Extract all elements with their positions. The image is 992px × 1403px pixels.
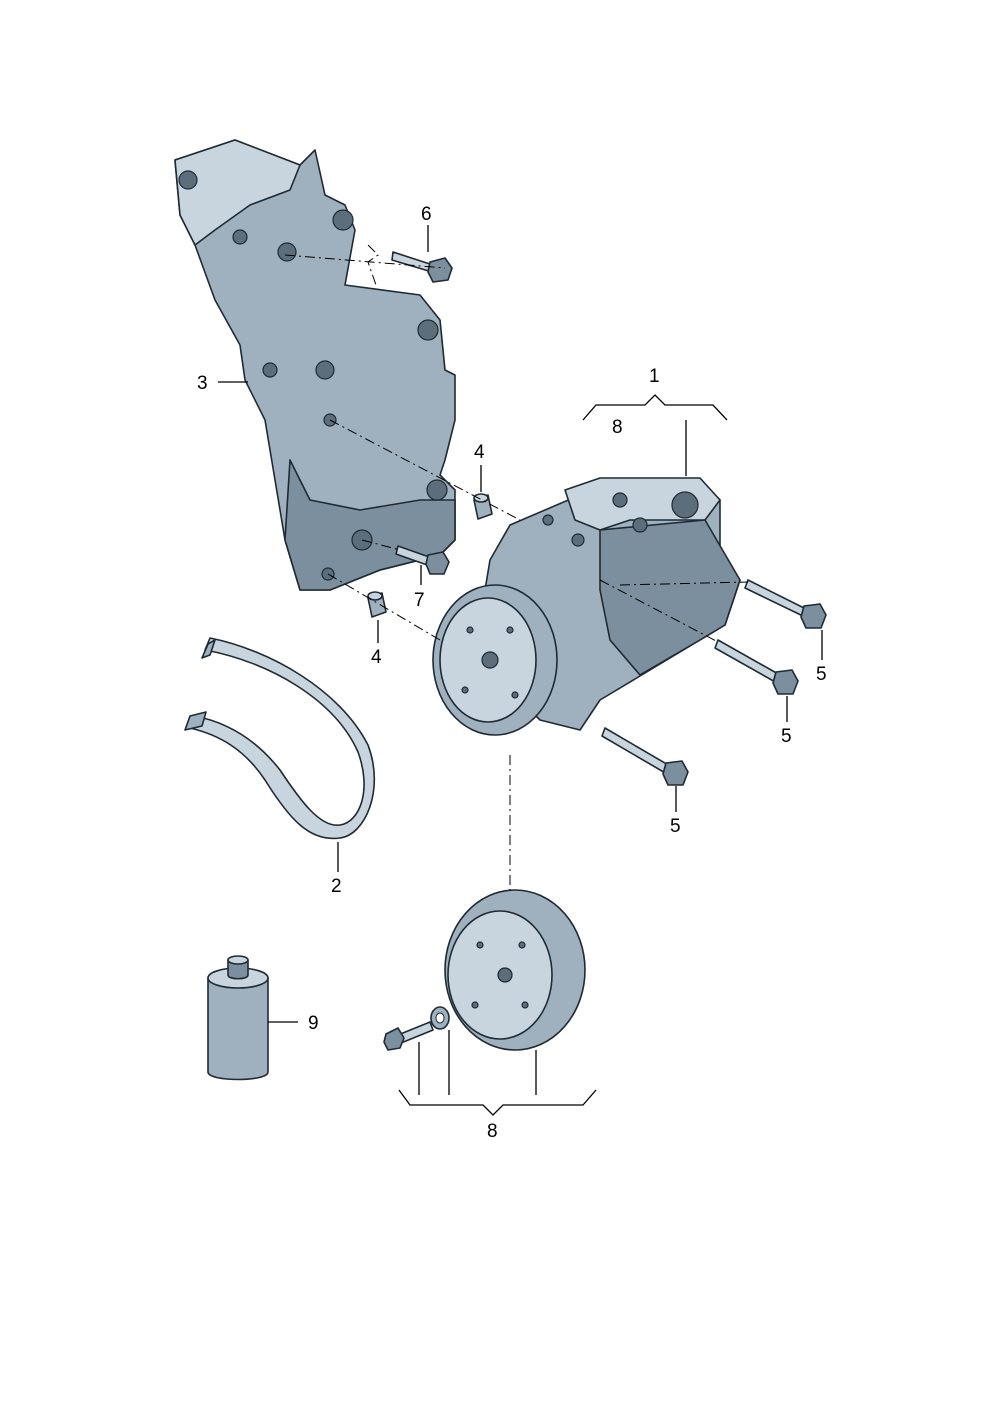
sleeve-lower[interactable] xyxy=(367,591,387,618)
bracket-hole xyxy=(417,319,439,341)
compressor-port xyxy=(571,533,585,547)
callout-6: 6 xyxy=(421,204,432,225)
pulley-hub xyxy=(481,651,499,669)
callout-2: 2 xyxy=(331,876,342,897)
bolt-7[interactable] xyxy=(395,545,450,575)
clutch-pulley[interactable] xyxy=(444,889,586,1051)
callout-4-upper: 4 xyxy=(474,442,485,463)
bracket-hole xyxy=(332,209,354,231)
bracket-hole xyxy=(426,479,448,501)
pulley-bolt[interactable] xyxy=(383,1021,434,1051)
compressor-port xyxy=(612,492,628,508)
bolt-6[interactable] xyxy=(391,251,453,283)
bracket-hole xyxy=(178,170,198,190)
compressor-port xyxy=(542,514,554,526)
compressor-port xyxy=(632,517,648,533)
bolt-5-lower[interactable] xyxy=(601,727,689,786)
bracket-hole xyxy=(315,360,335,380)
callout-9: 9 xyxy=(308,1013,319,1034)
callout-4-lower: 4 xyxy=(371,647,382,668)
callout-5-upper: 5 xyxy=(816,664,827,685)
sleeve-upper[interactable] xyxy=(473,493,493,520)
callout-8-upper: 8 xyxy=(612,417,623,438)
poly-v-belt[interactable] xyxy=(184,637,376,840)
callout-5-lower: 5 xyxy=(670,816,681,837)
bracket-hole xyxy=(232,229,248,245)
bracket-hole xyxy=(262,362,278,378)
cylinder-part[interactable] xyxy=(207,955,269,1081)
mounting-bracket[interactable] xyxy=(174,139,456,591)
compressor-port xyxy=(671,491,699,519)
bracket-hole xyxy=(277,242,297,262)
bolt-5-middle[interactable] xyxy=(714,639,799,695)
callout-5-middle: 5 xyxy=(781,726,792,747)
callout-7: 7 xyxy=(414,590,425,611)
ac-compressor[interactable] xyxy=(432,477,741,736)
pulley-washer[interactable] xyxy=(430,1006,450,1030)
pulley-hub xyxy=(497,967,513,983)
callout-3: 3 xyxy=(197,373,208,394)
bolt-5-upper[interactable] xyxy=(744,579,827,629)
callout-1: 1 xyxy=(649,366,660,387)
callout-8-lower: 8 xyxy=(487,1121,498,1142)
